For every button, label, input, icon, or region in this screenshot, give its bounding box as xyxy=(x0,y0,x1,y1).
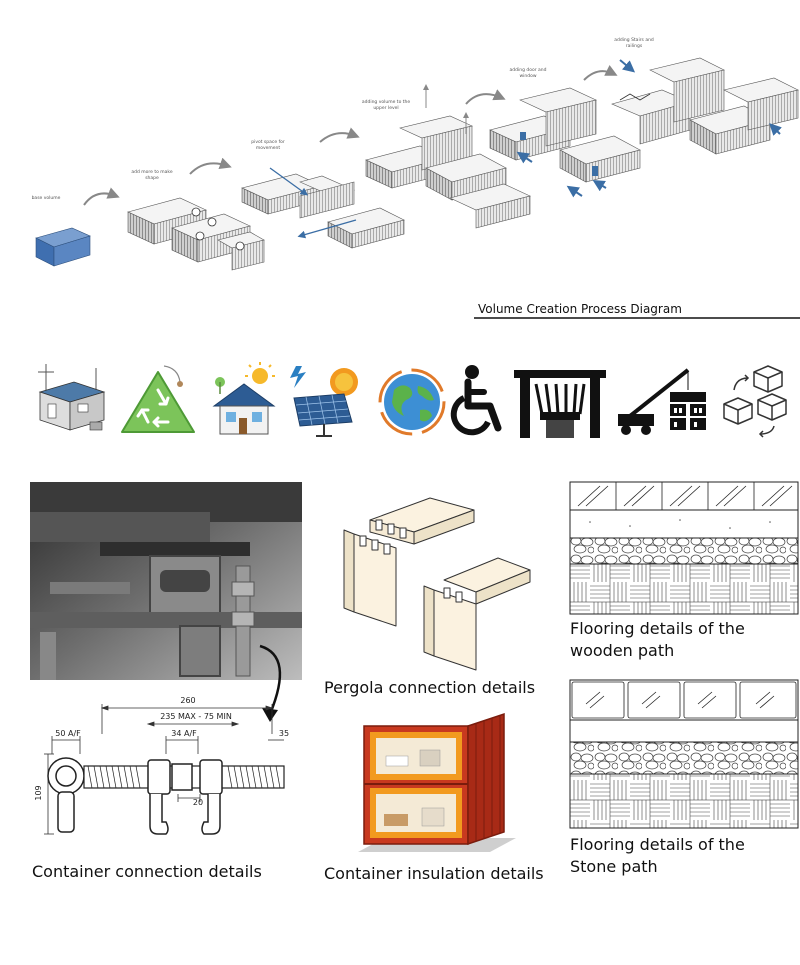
solar-panel-icon xyxy=(290,366,358,437)
modular-boxes-icon xyxy=(723,365,787,438)
wheelchair-icon xyxy=(450,365,502,436)
clamp-dimension-drawing xyxy=(44,704,285,835)
dim-34-af: 34 A/F xyxy=(171,729,197,738)
dim-260: 260 xyxy=(180,696,196,705)
recycle-icon xyxy=(121,365,195,433)
step-3-label: pivot space for movement xyxy=(251,140,285,151)
wooden-path-section-drawing xyxy=(569,481,799,615)
dim-20: 20 xyxy=(192,798,204,807)
pergola-icon xyxy=(514,370,606,438)
step-5-label: adding door and window xyxy=(509,68,547,79)
dim-range: 235 MAX - 75 MIN xyxy=(160,712,232,721)
step-5-containers xyxy=(489,87,641,198)
insulation-caption: Container insulation details xyxy=(324,864,544,883)
earth-icon xyxy=(378,368,446,436)
dim-109: 109 xyxy=(34,785,43,801)
wooden-path-caption: Flooring details of the wooden path xyxy=(570,619,745,660)
step-4-containers xyxy=(365,84,531,229)
step-3-containers xyxy=(241,167,405,249)
step-1-label: base volume xyxy=(31,196,61,201)
pergola-joint-drawing xyxy=(343,497,531,671)
container-connection-caption: Container connection details xyxy=(32,862,262,881)
process-title: Volume Creation Process Diagram xyxy=(478,302,682,316)
step-1-container xyxy=(35,227,91,267)
dim-35: 35 xyxy=(278,729,290,738)
dim-50-af: 50 A/F xyxy=(55,729,81,738)
pergola-caption: Pergola connection details xyxy=(324,678,536,697)
connection-arrow xyxy=(259,644,282,722)
process-illustration xyxy=(35,57,800,319)
stone-path-caption: Flooring details of the Stone path xyxy=(570,835,745,876)
solar-house-icon xyxy=(212,362,276,435)
step-6-containers xyxy=(611,57,799,155)
container-corner-photo xyxy=(30,482,302,680)
step-2-label: add more to make shape xyxy=(131,170,173,181)
step-6-label: adding Stairs and railings xyxy=(614,38,654,49)
step-2-containers xyxy=(127,197,265,271)
insulated-container-drawing xyxy=(358,712,516,852)
step-4-label: adding volume to the upper level xyxy=(361,100,411,111)
stone-path-section-drawing xyxy=(569,679,799,829)
prefab-container-icon xyxy=(38,364,106,431)
crane-icon xyxy=(618,368,706,435)
